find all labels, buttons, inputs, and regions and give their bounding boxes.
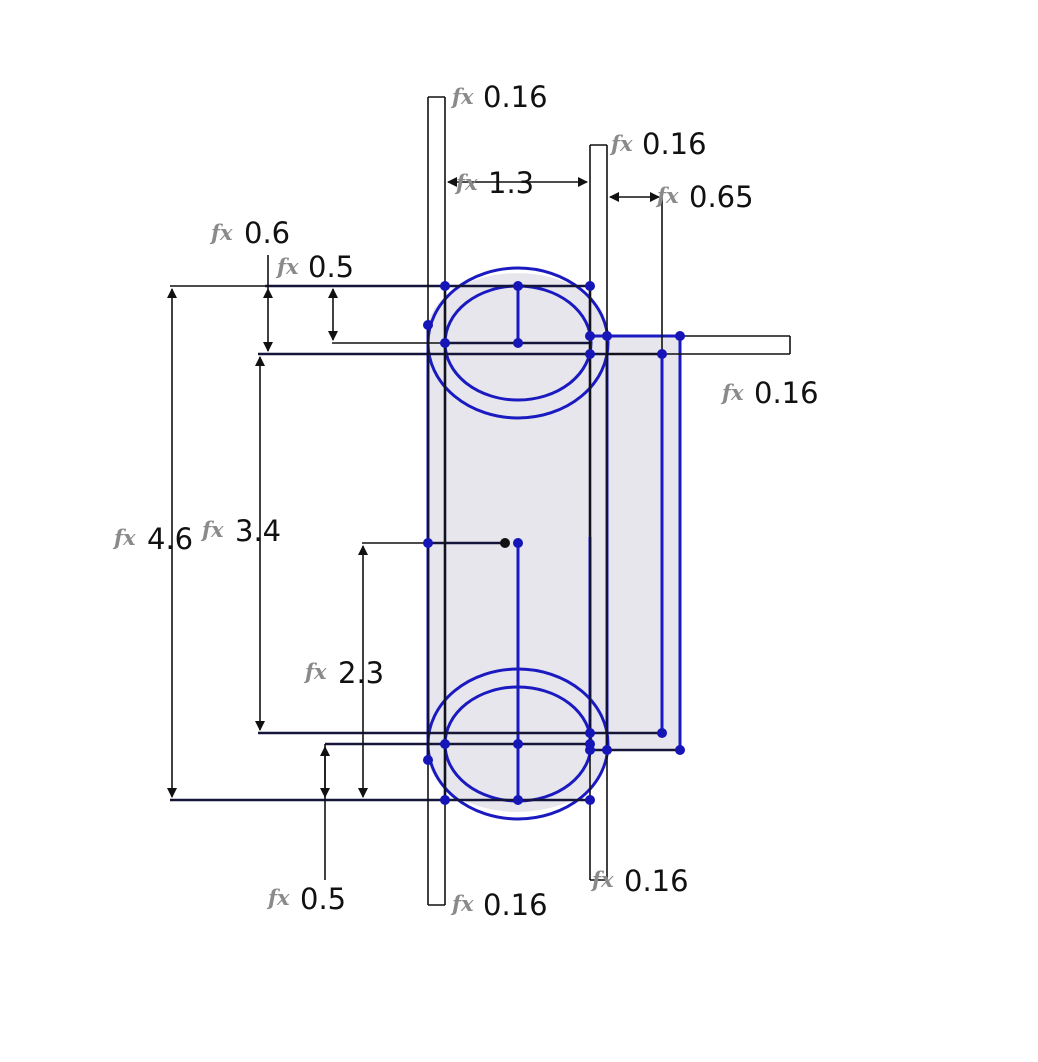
- fx-icon: fx: [200, 517, 224, 542]
- dim-total-height[interactable]: fx 4.6: [112, 522, 193, 556]
- fx-icon: fx: [450, 84, 474, 109]
- dim-value: 1.3: [488, 166, 534, 200]
- dim-value: 0.16: [624, 864, 689, 898]
- dim-top-right-thickness[interactable]: fx 0.16: [609, 127, 707, 161]
- dim-width[interactable]: fx 1.3: [454, 166, 534, 200]
- dim-value: 3.4: [235, 514, 281, 548]
- dimension-lines: [167, 177, 660, 798]
- dim-right-thickness[interactable]: fx 0.16: [720, 376, 819, 410]
- fx-icon: fx: [209, 220, 233, 245]
- dim-value: 0.16: [483, 888, 548, 922]
- dim-value: 0.16: [754, 376, 819, 410]
- fx-icon: fx: [303, 659, 327, 684]
- extension-lines: [170, 96, 791, 906]
- dim-bottom-right-thickness[interactable]: fx 0.16: [590, 864, 689, 898]
- dim-offset-right[interactable]: fx 0.65: [655, 180, 754, 214]
- dim-value: 0.65: [689, 180, 754, 214]
- dim-value: 2.3: [338, 656, 384, 690]
- dim-value: 0.5: [300, 882, 346, 916]
- fx-icon: fx: [266, 885, 290, 910]
- side-flange-region: [590, 336, 680, 749]
- fx-icon: fx: [720, 380, 744, 405]
- dimension-labels[interactable]: fx 0.16 fx 0.16 fx 1.3 fx 0.65 fx 0.6 fx…: [112, 80, 819, 922]
- fx-icon: fx: [590, 867, 614, 892]
- dim-center-height[interactable]: fx 2.3: [303, 656, 384, 690]
- dim-bottom-thickness[interactable]: fx 0.16: [450, 888, 548, 922]
- dim-value: 0.6: [244, 216, 290, 250]
- dim-value: 0.16: [642, 127, 707, 161]
- fx-icon: fx: [655, 183, 679, 208]
- fx-icon: fx: [609, 131, 633, 156]
- dim-top-outer[interactable]: fx 0.6: [209, 216, 290, 250]
- dim-top-inner[interactable]: fx 0.5: [275, 250, 354, 284]
- dim-inner-height[interactable]: fx 3.4: [200, 514, 281, 548]
- fx-icon: fx: [112, 525, 136, 550]
- fx-icon: fx: [275, 254, 299, 279]
- dim-value: 0.16: [483, 80, 548, 114]
- dim-top-thickness[interactable]: fx 0.16: [450, 80, 548, 114]
- dim-value: 0.5: [308, 250, 354, 284]
- fx-icon: fx: [454, 170, 478, 195]
- dim-bottom-inner[interactable]: fx 0.5: [266, 882, 346, 916]
- dim-value: 4.6: [147, 522, 193, 556]
- fx-icon: fx: [450, 891, 474, 916]
- sketch-points: [423, 281, 685, 805]
